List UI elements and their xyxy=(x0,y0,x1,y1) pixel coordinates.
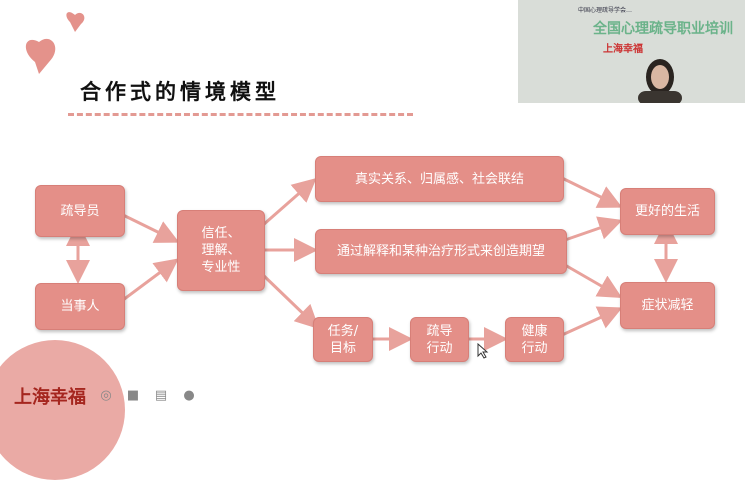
box-task: 任务/ 目标 xyxy=(313,317,373,362)
video-brand: 上海幸福 xyxy=(603,44,643,55)
video-banner: 全国心理疏导职业培训 xyxy=(593,21,733,37)
camera-icon[interactable]: ■ xyxy=(126,388,140,403)
more-icon[interactable]: ● xyxy=(183,388,195,403)
title-divider xyxy=(68,113,413,116)
hearts-decoration xyxy=(25,12,85,74)
screenshot-icon[interactable]: ◎ xyxy=(100,388,112,403)
box-health-action: 健康 行动 xyxy=(505,317,564,362)
box-better-life: 更好的生活 xyxy=(620,188,715,235)
box-guide-action: 疏导 行动 xyxy=(410,317,469,362)
box-client: 当事人 xyxy=(35,283,125,330)
toolbar-logo: 上海幸福 xyxy=(14,387,86,408)
video-banner-small: 中国心理疏导学会… xyxy=(578,7,633,14)
diagram-arrows xyxy=(66,176,678,351)
slide-title: 合作式的情境模型 xyxy=(80,79,280,104)
box-explain: 通过解释和某种治疗形式来创造期望 xyxy=(315,229,567,274)
box-symptom: 症状减轻 xyxy=(620,282,715,329)
mouse-cursor-icon xyxy=(477,343,489,359)
presenter-avatar xyxy=(638,59,682,103)
chat-icon[interactable]: ▤ xyxy=(154,388,168,403)
presenter-video[interactable]: 中国心理疏导学会… 全国心理疏导职业培训 上海幸福 xyxy=(518,0,745,103)
box-counselor: 疏导员 xyxy=(35,185,125,237)
box-relation: 真实关系、归属感、社会联结 xyxy=(315,156,564,202)
box-trust: 信任、 理解、 专业性 xyxy=(177,210,265,291)
